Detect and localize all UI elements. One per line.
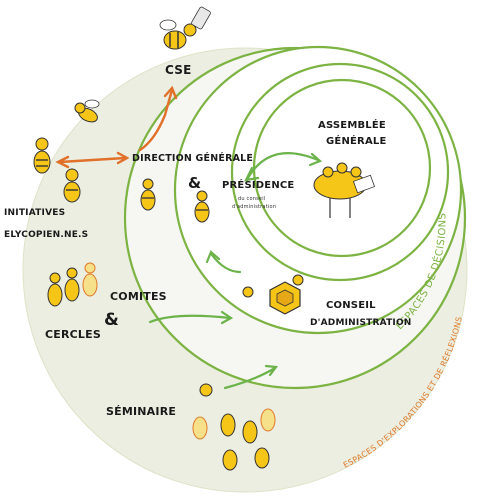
arrow-comites-to-conseil [148,314,232,324]
label-ampersand-1: & [188,174,202,192]
arrow-presidence-to-conseil [210,253,242,274]
bee-direction [140,178,156,211]
arrow-seminaire-head [264,364,279,377]
arrow-direction-end-head [116,151,130,165]
arrow-assemblee-head [308,152,323,167]
arrow-conseil-up-head [205,250,221,264]
label-cercles: CERCLES [45,328,101,341]
bees-assemblee-group [313,162,376,218]
label-direction: DIRECTION GÉNÉRALE [132,153,254,164]
label-conseil-line1: CONSEIL [326,300,376,311]
label-ampersand-2: & [104,310,120,330]
label-assemblee-line1: ASSEMBLÉE [318,120,386,131]
bees-comites-group [47,262,98,307]
arrow-direction-to-cse-head [163,85,178,100]
label-assemblee-line2: GÉNÉRALE [326,136,387,147]
bee-presidence [194,190,210,223]
label-initiatives-line2: ELYCOPIEN.NE.S [4,230,89,240]
bee-cse [159,6,211,50]
bee-initiatives-1 [33,137,51,174]
arrow-direction-to-initiatives [58,156,127,164]
green-arrows [148,152,323,390]
arrow-comites-head [220,310,234,325]
label-presidence: PRÉSIDENCE [222,180,295,191]
arrow-initiatives-head [55,155,70,169]
label-conseil-line2: D'ADMINISTRATION [310,318,412,328]
bee-initiatives-2 [63,168,81,203]
arrow-presidence-head [244,166,260,182]
arrow-direction-to-cse [138,88,174,152]
bee-conseil-hexagon [242,274,304,315]
arrow-presidence-to-assemblee [246,152,320,180]
label-cse: CSE [165,63,192,77]
bee-flying-top [74,99,100,123]
label-presidence-sub1: du conseil [238,196,266,202]
label-presidence-sub2: d'administration [232,204,277,210]
label-seminaire: SÉMINAIRE [106,405,177,418]
orange-arrows [55,85,178,169]
bees-seminaire-group [192,383,276,471]
arrow-seminaire-to-conseil [223,366,277,390]
label-comites: COMITES [110,290,167,303]
label-initiatives-line1: INITIATIVES [4,208,66,218]
